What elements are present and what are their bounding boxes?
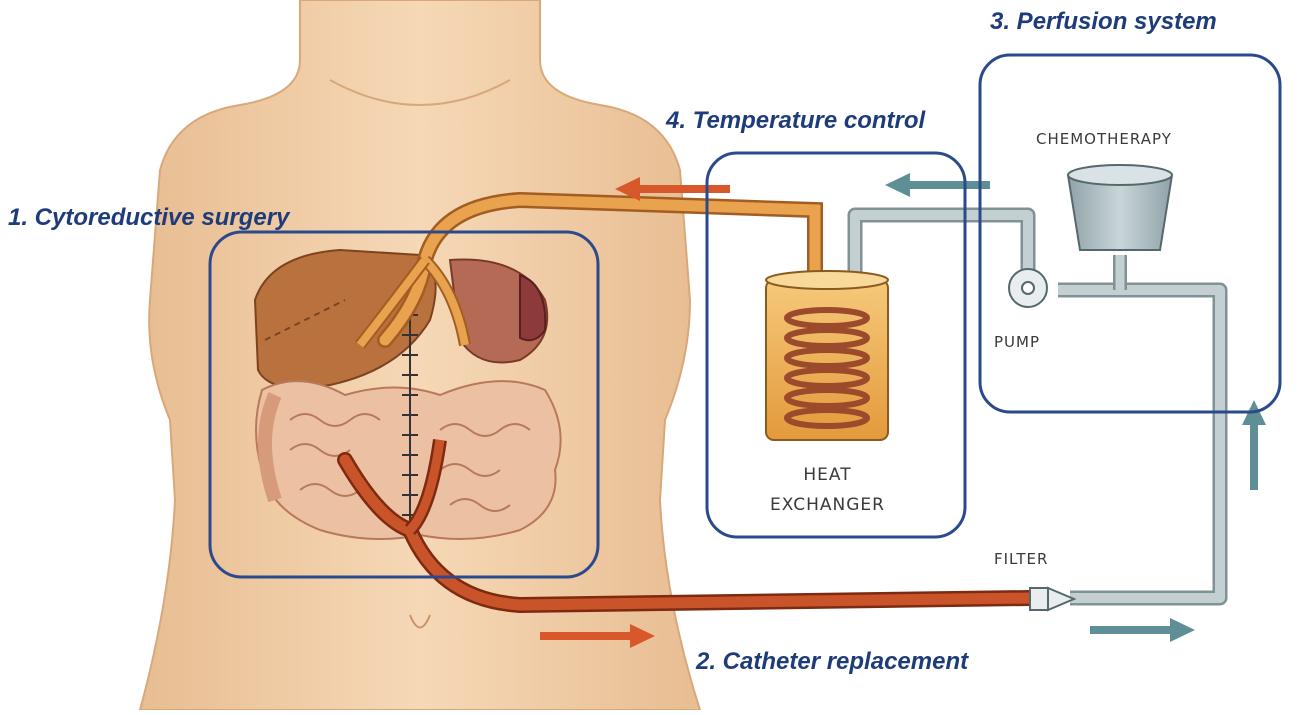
heat-exchanger-icon — [766, 271, 888, 440]
filter-icon — [1030, 588, 1074, 610]
label-temperature-control: 4. Temperature control — [666, 107, 925, 135]
return-tube — [1058, 290, 1220, 598]
label-catheter-replacement: 2. Catheter replacement — [696, 648, 968, 676]
label-cytoreductive-surgery: 1. Cytoreductive surgery — [8, 204, 289, 232]
label-heat: HEAT — [745, 458, 910, 486]
chemotherapy-canister — [1068, 165, 1172, 250]
arrow-left-teal-icon — [885, 173, 990, 197]
label-pump: PUMP — [994, 328, 1040, 353]
arrow-right-teal-icon — [1090, 618, 1195, 642]
label-exchanger: EXCHANGER — [745, 488, 910, 516]
pump-icon — [1009, 269, 1047, 307]
pump-to-exchanger-tube — [855, 215, 1028, 285]
label-perfusion-system: 3. Perfusion system — [990, 8, 1217, 36]
label-filter: FILTER — [994, 545, 1048, 570]
label-chemotherapy: CHEMOTHERAPY — [1036, 125, 1172, 150]
